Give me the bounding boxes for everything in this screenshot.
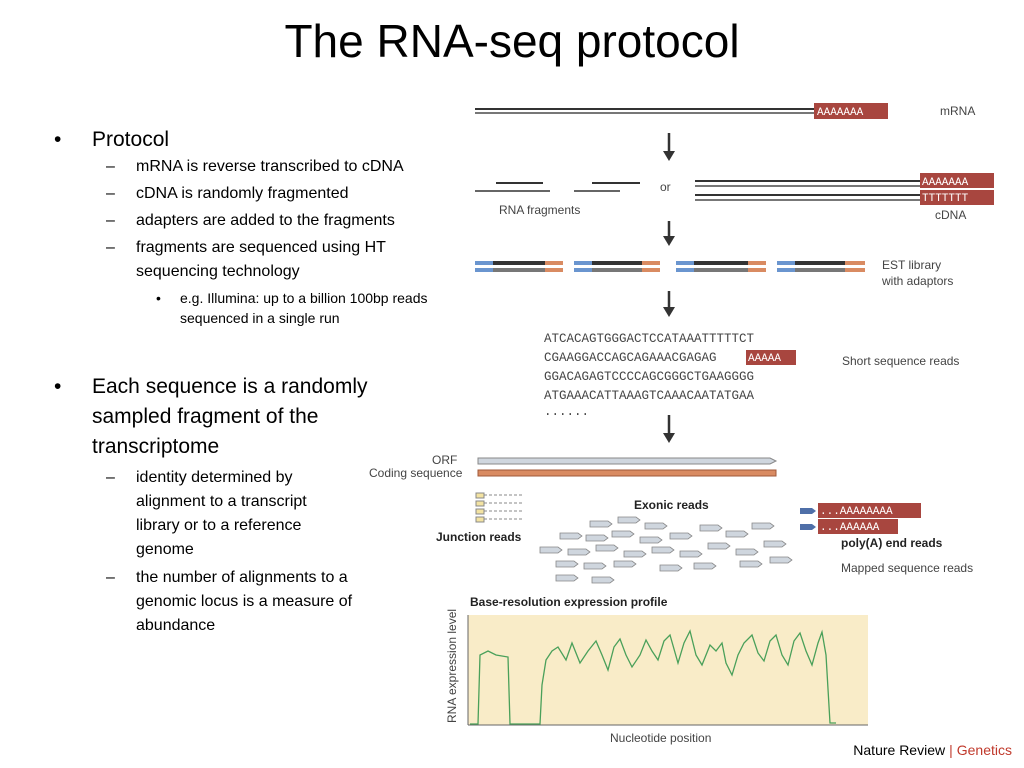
adaptor-fragment xyxy=(574,261,660,272)
credit-source: Nature Review xyxy=(853,742,946,758)
credit-journal: Genetics xyxy=(956,742,1012,758)
adaptor-fragment xyxy=(475,261,563,272)
mapped-reads-label: Mapped sequence reads xyxy=(841,561,973,575)
sub-bullet: fragments are sequenced using HT sequenc… xyxy=(50,236,426,284)
expression-profile: Base-resolution expression profile RNA e… xyxy=(445,595,868,745)
sub-bullet: mRNA is reverse transcribed to cDNA xyxy=(50,155,450,179)
polya-text: AAAAAAA xyxy=(922,177,969,189)
polya-text: AAAAAAA xyxy=(817,107,864,119)
adaptor-fragment xyxy=(676,261,766,272)
orf-row: ORF Coding sequence xyxy=(369,453,778,480)
credit-separator: | xyxy=(949,742,953,758)
down-arrow-icon xyxy=(663,415,675,443)
bullet-random-sample: Each sequence is a randomly sampled frag… xyxy=(50,372,397,462)
or-label: or xyxy=(660,180,671,194)
sub-sub-bullet: e.g. Illumina: up to a billion 100bp rea… xyxy=(50,288,450,328)
mrna-row: AAAAAAA mRNA xyxy=(475,103,975,119)
slide-title: The RNA-seq protocol xyxy=(284,15,740,67)
profile-title: Base-resolution expression profile xyxy=(470,595,668,609)
sub-bullet: the number of alignments to a genomic lo… xyxy=(50,566,396,638)
y-axis-label: RNA expression level xyxy=(445,609,459,723)
adaptor-fragment xyxy=(777,261,865,272)
sequence-read: GGACAGAGTCCCCAGCGGGCTGAAGGGG xyxy=(544,370,754,384)
exonic-read-arrows xyxy=(539,516,793,584)
junction-read-glyphs xyxy=(475,492,522,523)
est-library-row: EST library with adaptors xyxy=(475,258,953,288)
sequence-read: CGAAGGACCAGCAGAAACGAGAG xyxy=(544,351,717,365)
rna-seq-figure: AAAAAAA mRNA or RNA fragments AAAAAAA TT… xyxy=(360,95,1024,755)
down-arrow-icon xyxy=(663,133,675,161)
cdna-label: cDNA xyxy=(935,208,966,222)
polyt-text: TTTTTTT xyxy=(922,193,969,205)
polya-read-text: ...AAAAAAAA xyxy=(820,506,893,518)
short-reads-label: Short sequence reads xyxy=(842,354,959,368)
polyt-box xyxy=(920,190,994,205)
coding-sequence-label: Coding sequence xyxy=(369,466,463,480)
sequence-dots: ...... xyxy=(544,405,589,419)
polya-box xyxy=(920,173,994,188)
polya-box xyxy=(746,350,796,365)
fragments-row: or RNA fragments AAAAAAA TTTTTTT cDNA xyxy=(475,173,994,222)
mapped-reads-block: Exonic reads Junction reads xyxy=(436,492,973,584)
junction-reads-label: Junction reads xyxy=(436,530,522,544)
image-credit: Nature Review|Genetics xyxy=(853,742,1012,758)
sub-bullet: adapters are added to the fragments xyxy=(50,209,450,233)
profile-background xyxy=(468,615,868,725)
rna-fragments-label: RNA fragments xyxy=(499,203,580,217)
sequence-read: ATGAAACATTAAAGTCAAACAATATGAA xyxy=(544,389,755,403)
rna-seq-diagram: AAAAAAA mRNA or RNA fragments AAAAAAA TT… xyxy=(369,103,994,745)
polya-read-text: ...AAAAAA xyxy=(820,522,880,534)
orf-label: ORF xyxy=(432,453,457,467)
bullet-list: Protocol mRNA is reverse transcribed to … xyxy=(50,125,450,638)
est-adaptors-label: with adaptors xyxy=(881,274,953,288)
mrna-label: mRNA xyxy=(940,104,975,118)
exonic-reads-label: Exonic reads xyxy=(634,498,709,512)
polya-text: AAAAA xyxy=(748,353,781,365)
sequence-read: ATCACAGTGGGACTCCATAAATTTTTCT xyxy=(544,332,755,346)
polya-box xyxy=(814,103,888,119)
down-arrow-icon xyxy=(663,221,675,246)
x-axis-label: Nucleotide position xyxy=(610,731,711,745)
sub-bullet: cDNA is randomly fragmented xyxy=(50,182,450,206)
short-reads-block: ATCACAGTGGGACTCCATAAATTTTTCT CGAAGGACCAG… xyxy=(544,332,959,419)
est-library-label: EST library xyxy=(882,258,941,272)
polya-end-reads: ...AAAAAAAA ...AAAAAA poly(A) end reads … xyxy=(800,503,973,575)
bullet-protocol: Protocol xyxy=(50,125,450,155)
down-arrow-icon xyxy=(663,291,675,317)
polya-end-reads-label: poly(A) end reads xyxy=(841,536,943,550)
expression-trace xyxy=(470,629,836,725)
sub-bullet: identity determined by alignment to a tr… xyxy=(50,466,336,562)
